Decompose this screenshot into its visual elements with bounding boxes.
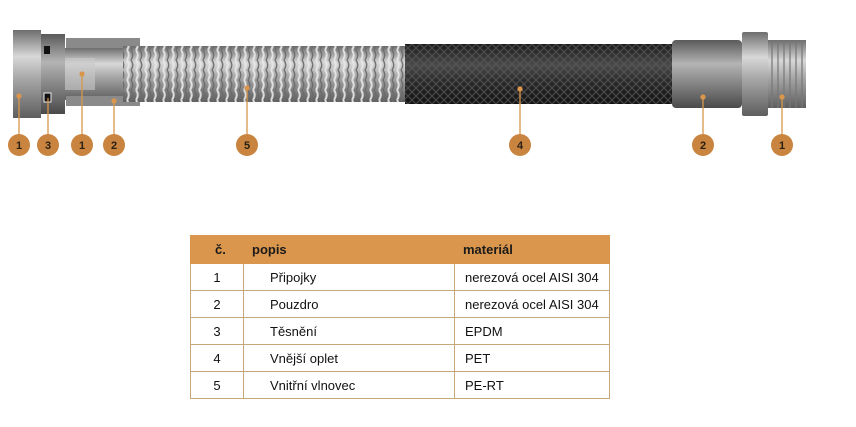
left-sleeve: [66, 38, 140, 106]
column-header-number: č.: [190, 235, 244, 264]
row-material: PET: [454, 344, 610, 372]
svg-text:1: 1: [779, 140, 785, 152]
column-header-description: popis: [243, 235, 455, 264]
braided-outer-hose: [405, 44, 675, 104]
svg-text:5: 5: [244, 140, 250, 152]
row-description: Těsnění: [243, 317, 455, 345]
callout-2b: 2: [692, 134, 714, 156]
svg-text:2: 2: [700, 140, 706, 152]
table-row: 3 Těsnění EPDM: [190, 317, 610, 345]
callout-1b: 1: [71, 134, 93, 156]
row-material: PE-RT: [454, 371, 610, 399]
row-description: Vnitřní vlnovec: [243, 371, 455, 399]
corrugated-inner-hose: [123, 46, 408, 102]
right-fitting: [742, 32, 806, 116]
row-description: Připojky: [243, 263, 455, 291]
row-number: 4: [190, 344, 244, 372]
table-row: 2 Pouzdro nerezová ocel AISI 304: [190, 290, 610, 318]
svg-text:2: 2: [111, 140, 117, 152]
svg-text:1: 1: [16, 140, 22, 152]
table-row: 1 Připojky nerezová ocel AISI 304: [190, 263, 610, 291]
row-material: nerezová ocel AISI 304: [454, 263, 610, 291]
table-header-row: č. popis materiál: [190, 235, 610, 264]
row-description: Vnější oplet: [243, 344, 455, 372]
row-number: 3: [190, 317, 244, 345]
row-number: 2: [190, 290, 244, 318]
row-material: nerezová ocel AISI 304: [454, 290, 610, 318]
table-row: 5 Vnitřní vlnovec PE-RT: [190, 371, 610, 399]
callout-1a: 1: [8, 134, 30, 156]
svg-text:3: 3: [45, 140, 51, 152]
row-description: Pouzdro: [243, 290, 455, 318]
column-header-material: materiál: [454, 235, 610, 264]
right-sleeve: [672, 40, 742, 108]
svg-text:4: 4: [517, 140, 524, 152]
leader-lines: [16, 71, 785, 134]
row-number: 5: [190, 371, 244, 399]
hose-cross-section-diagram: 1 3 1 2 5 4 2 1: [8, 30, 806, 156]
callout-1c: 1: [771, 134, 793, 156]
callout-5: 5: [236, 134, 258, 156]
row-number: 1: [190, 263, 244, 291]
parts-table: č. popis materiál 1 Připojky nerezová oc…: [190, 235, 610, 399]
row-material: EPDM: [454, 317, 610, 345]
callout-4: 4: [509, 134, 531, 156]
callout-3: 3: [37, 134, 59, 156]
callout-2a: 2: [103, 134, 125, 156]
table-row: 4 Vnější oplet PET: [190, 344, 610, 372]
svg-text:1: 1: [79, 140, 85, 152]
